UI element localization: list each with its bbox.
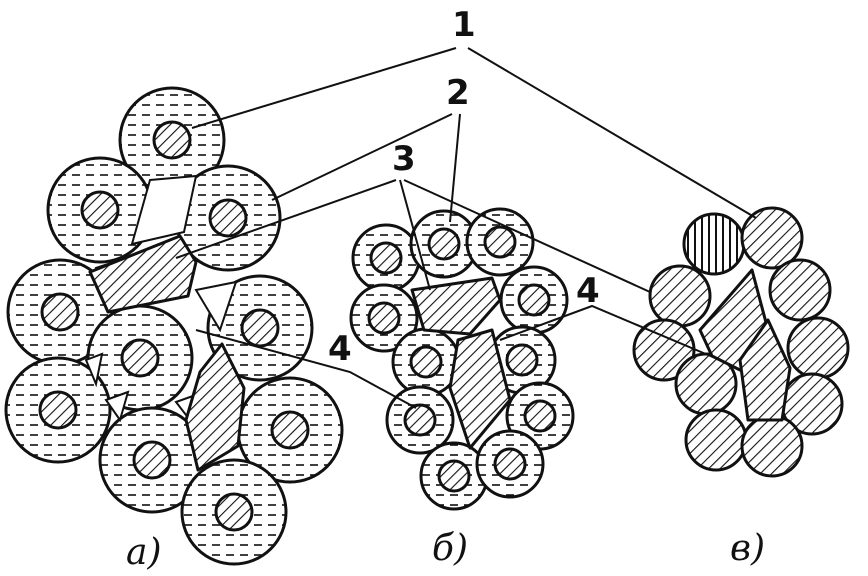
leader-4-a [195, 329, 417, 409]
grain-group-a [38, 120, 310, 532]
leader-3-a [175, 179, 397, 259]
leader-2-b [449, 113, 461, 223]
soil-grain [740, 206, 804, 270]
soil-grain [409, 345, 443, 379]
soil-grain [684, 408, 748, 472]
soil-grain [270, 410, 310, 450]
diagram-c [632, 206, 850, 478]
leader-2-a [271, 113, 453, 201]
free-water-pore [738, 318, 792, 422]
soil-grain [786, 316, 850, 380]
soil-grain [648, 264, 712, 328]
soil-grain [523, 399, 557, 433]
free-water-pore [88, 234, 198, 314]
caption-b: б) [432, 528, 468, 569]
soil-grain [517, 283, 551, 317]
soil-grain [38, 390, 78, 430]
caption-c: в) [730, 528, 765, 569]
free-water-pore [448, 328, 512, 450]
callout-4-a: 4 [328, 329, 352, 369]
soil-grain [152, 120, 192, 160]
caption-a: а) [126, 532, 162, 573]
callout-3: 3 [392, 139, 416, 179]
soil-grain [437, 459, 471, 493]
soil-grain [682, 212, 746, 276]
free-water-pore [410, 276, 502, 336]
leader-3-b [399, 179, 431, 291]
soil-grain [740, 414, 804, 478]
soil-grain [240, 308, 280, 348]
leader-3-c [403, 179, 651, 293]
soil-grain [367, 301, 401, 335]
soil-grain [403, 403, 437, 437]
leader-lines [175, 47, 757, 409]
leader-1-c [467, 47, 757, 219]
soil-grain [768, 258, 832, 322]
grain-group-b [367, 225, 557, 493]
pore-space [130, 174, 198, 246]
pore-space [104, 390, 130, 423]
pore-space [194, 280, 238, 333]
leader-1-a [191, 47, 457, 129]
diagram-b [349, 207, 575, 511]
soil-grain [208, 198, 248, 238]
soil-grain [369, 241, 403, 275]
callout-1: 1 [452, 5, 476, 45]
pore-space [84, 352, 104, 388]
diagram-a [4, 86, 344, 566]
callout-2: 2 [446, 73, 470, 113]
soil-grain [40, 292, 80, 332]
soil-grain [493, 447, 527, 481]
soil-grain [120, 338, 160, 378]
free-water-pore [184, 342, 246, 472]
soil-grain [505, 343, 539, 377]
soil-grain [483, 225, 517, 259]
callout-4-b: 4 [576, 271, 600, 311]
soil-grain [427, 227, 461, 261]
soil-grain [132, 440, 172, 480]
leader-4-b [499, 304, 721, 361]
soil-grain [214, 492, 254, 532]
soil-grain [80, 190, 120, 230]
